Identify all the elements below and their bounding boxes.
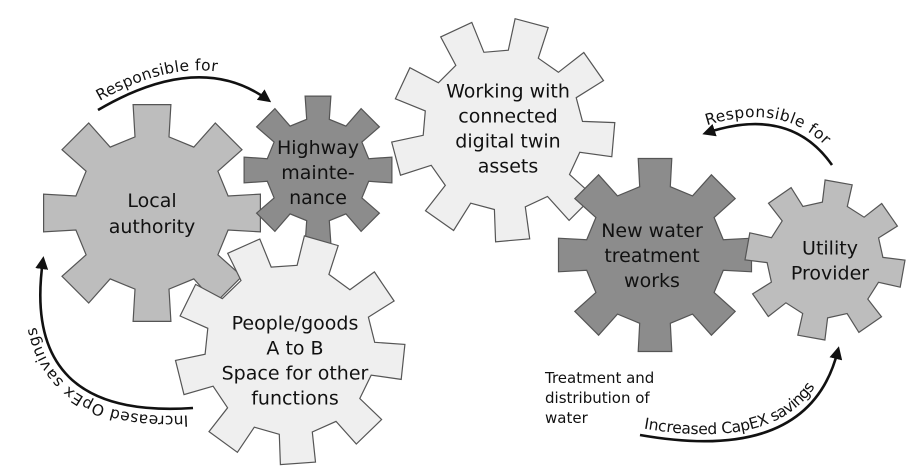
gear-highway-label: Highway mainte-nance <box>277 137 359 209</box>
gear-utility-shape <box>744 179 906 341</box>
arrow-left-top-label: Responsible for <box>93 56 219 104</box>
gear-digital-twin-label: Working with connected digital twin assets <box>446 81 570 178</box>
gear-label-line: mainte- <box>281 162 354 184</box>
treatment-distribution-text: Treatment and distribution of water <box>544 369 659 427</box>
arrow-left-top-line <box>97 76 272 112</box>
gear-digital-twin-shape <box>390 17 616 243</box>
gear-label-line: People/goods <box>232 313 359 335</box>
gear-water-works-shape <box>557 157 753 353</box>
gear-highway: Highway mainte-nance <box>243 95 393 245</box>
gear-label-line: authority <box>109 216 196 238</box>
gear-label-line: assets <box>478 156 538 178</box>
gear-label-line: Working with <box>446 81 570 103</box>
arrow-right-top-line <box>702 122 834 166</box>
gear-label-line: nance <box>289 187 347 209</box>
gear-label-line: works <box>624 270 680 292</box>
gear-local-authority-label: Local authority <box>109 190 196 238</box>
arrow-right-bottom: Increased CapEX savings <box>639 346 843 443</box>
gear-people-goods: People/goods A to B Space for other functio… <box>174 235 406 466</box>
gear-label-line: treatment <box>604 245 699 267</box>
gear-people-goods-shape <box>174 235 406 466</box>
gear-people-goods-label: People/goods A to B Space for other functio… <box>222 313 369 410</box>
arrow-left-top: Responsible for <box>93 56 272 112</box>
gear-digital-twin: Working with connected digital twin assets <box>390 17 616 243</box>
gear-label-line: digital twin <box>455 131 560 153</box>
gear-local-authority: Local authority <box>43 104 261 322</box>
arrow-right-bottom-label: Increased CapEX savings <box>643 378 818 438</box>
gear-label-line: Highway <box>277 137 359 159</box>
gear-label-line: A to B <box>266 338 323 360</box>
arrow-right-bottom-line <box>639 346 843 443</box>
arrow-right-top: Responsible for <box>702 103 835 166</box>
gear-label-line: Provider <box>791 263 869 285</box>
gear-label-line: Space for other <box>222 363 369 385</box>
gear-label-line: connected <box>458 106 558 128</box>
gear-water-works: New water treatment works <box>557 157 753 353</box>
gear-label-line: Local <box>127 190 176 212</box>
gear-label-line: Utility <box>802 238 858 260</box>
gear-label-line: functions <box>251 388 339 410</box>
arrow-left-side-line <box>35 256 194 411</box>
gear-label-line: New water <box>601 220 703 242</box>
gear-water-works-label: New water treatment works <box>601 220 703 292</box>
gear-local-authority-shape <box>43 104 261 322</box>
gear-highway-shape <box>243 95 393 245</box>
